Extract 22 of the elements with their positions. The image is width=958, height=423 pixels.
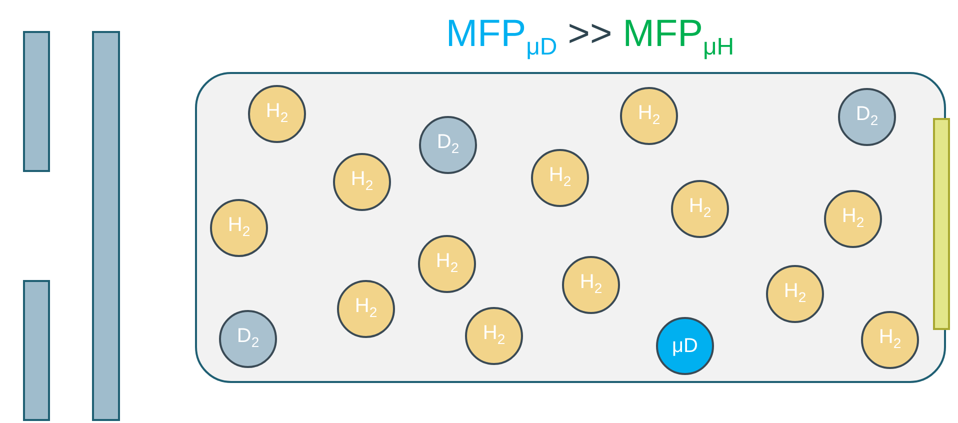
- molecule-label: μD: [672, 335, 698, 357]
- plate: [23, 280, 50, 421]
- molecule-label: H$_{2}$: [580, 271, 602, 298]
- molecule-label: H$_{2}$: [350, 168, 374, 195]
- molecule-label: H$_{2}$: [228, 214, 250, 241]
- molecule-label: H$_{2}$: [878, 326, 902, 353]
- molecule-label: H$_{2}$: [784, 280, 806, 307]
- plate: [23, 31, 50, 172]
- molecule-label: D$_{2}$: [436, 131, 460, 158]
- molecule-label: H$_{2}$: [354, 295, 378, 322]
- molecule-label: H$_{2}$: [638, 102, 660, 129]
- molecule-label: H$_{2}$: [436, 250, 458, 277]
- molecule-label: D$_{2}$: [856, 103, 878, 130]
- molecule-label: H$_{2}$: [548, 164, 572, 191]
- molecule-label: H$_{2}$: [482, 322, 506, 349]
- molecule-label: D$_{2}$: [236, 325, 260, 352]
- title: MFP$_{μD}$ >> MFP$_{μH}$: [444, 12, 736, 63]
- molecule-label: H$_{2}$: [842, 205, 864, 232]
- plate: [92, 31, 120, 421]
- molecule-label: H$_{2}$: [266, 100, 288, 127]
- detector-plate: [933, 118, 950, 330]
- molecule-label: H$_{2}$: [688, 195, 712, 222]
